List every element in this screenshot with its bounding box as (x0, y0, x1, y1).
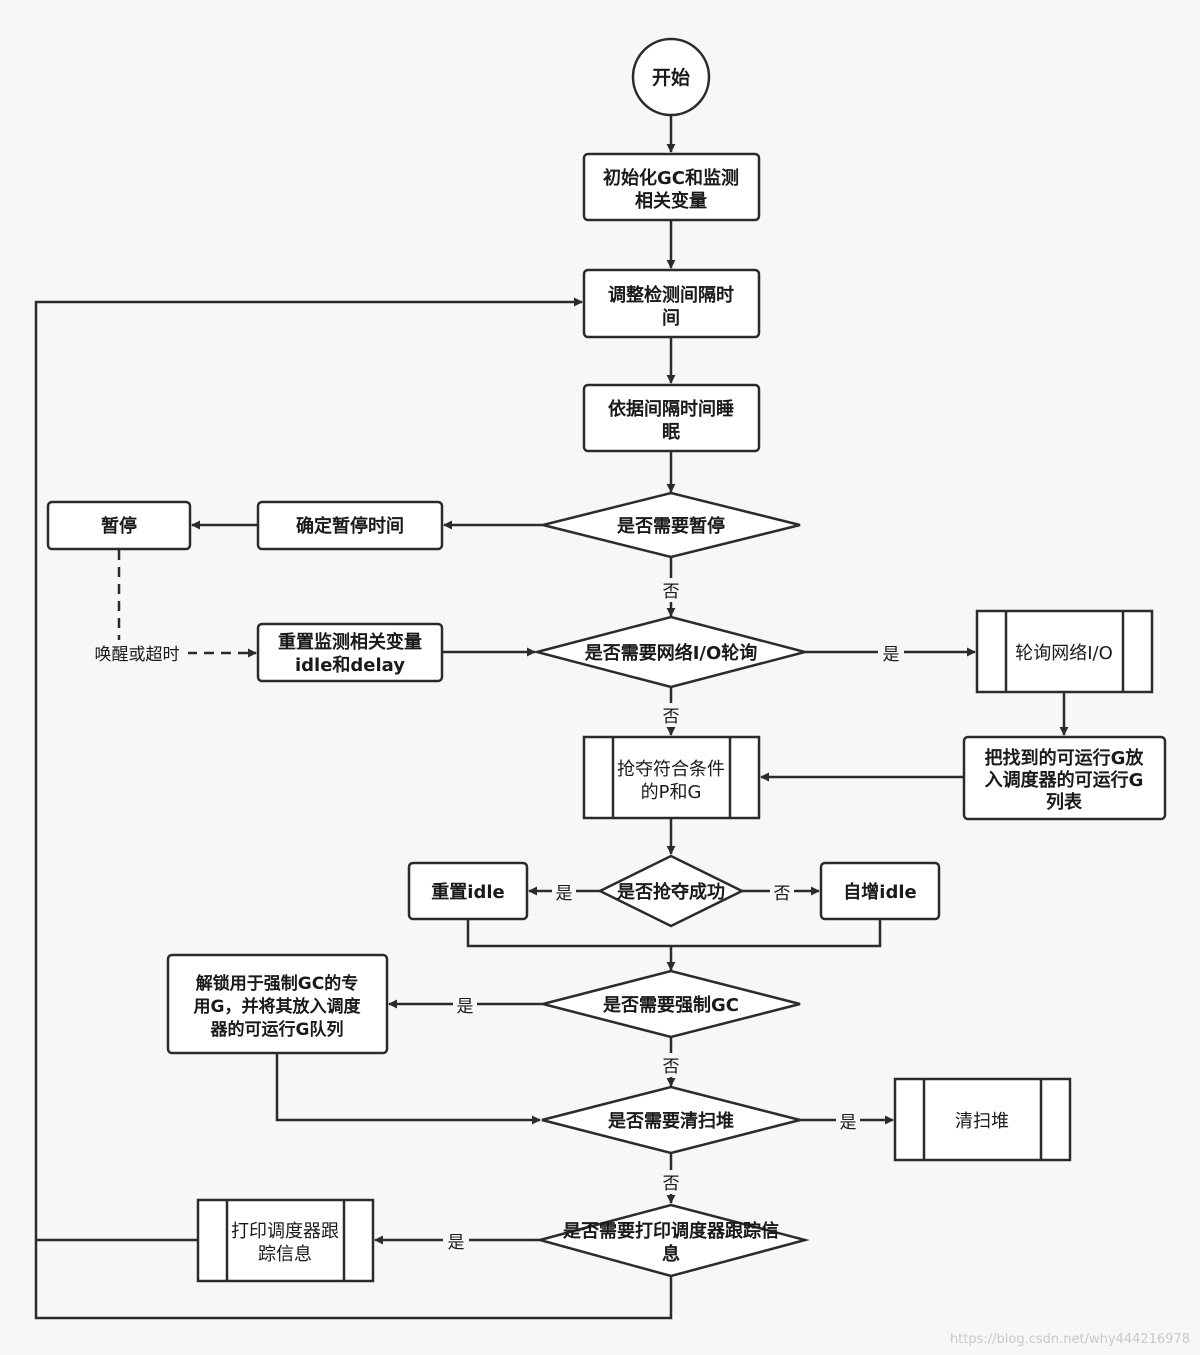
adjust-label-line2: 间 (662, 308, 680, 329)
inc-idle-label: 自增idle (843, 881, 916, 903)
print-trace-process (196, 1198, 375, 1283)
edge-label-yes: 是 (448, 1233, 465, 1253)
put-runnable-label-line2: 入调度器的可运行G (985, 769, 1144, 791)
put-runnable-node (962, 735, 1167, 821)
inc-idle-node (819, 861, 941, 921)
sleep-label-line1: 依据间隔时间睡 (608, 398, 734, 420)
sweep-label: 清扫堆 (955, 1111, 1009, 1132)
watermark: https://blog.csdn.net/why444216978 (949, 1332, 1190, 1347)
start-node (631, 37, 711, 117)
unlock-gc-node (166, 953, 389, 1055)
sleep-label-line2: 眠 (662, 422, 680, 443)
init-node (582, 152, 761, 222)
retake-label-line2: 的P和G (641, 782, 702, 803)
edge-label-yes: 是 (840, 1113, 857, 1133)
reset-vars-label-line2: idle和delay (295, 655, 405, 676)
edge-label-yes: 是 (556, 884, 573, 904)
edge-unlock-sweep (275, 1053, 541, 1125)
need-netpoll-label: 是否需要网络I/O轮询 (584, 642, 758, 664)
retake-ok-diamond (597, 854, 745, 928)
need-force-gc-diamond (542, 969, 801, 1039)
unlock-gc-label-line2: 用G，并将其放入调度 (194, 996, 362, 1017)
confirm-pause-node (256, 500, 444, 551)
init-label-line2: 相关变量 (635, 190, 707, 212)
sweep-process (893, 1077, 1072, 1162)
need-force-gc-label: 是否需要强制GC (602, 995, 739, 1016)
edge-idle-merge (466, 919, 882, 948)
unlock-gc-label-line1: 解锁用于强制GC的专 (196, 973, 358, 994)
put-runnable-label-line3: 列表 (1046, 791, 1083, 813)
need-sweep-diamond (541, 1085, 801, 1155)
edge-label-no: 否 (663, 1174, 680, 1194)
edge-label-wake: 唤醒或超时 (95, 645, 180, 665)
need-sweep-label: 是否需要清扫堆 (607, 1110, 734, 1132)
netpoll-label: 轮询网络I/O (1015, 643, 1113, 664)
start-label: 开始 (652, 66, 690, 89)
need-pause-diamond (542, 491, 801, 559)
need-pause-label: 是否需要暂停 (616, 515, 725, 537)
init-label-line1: 初始化GC和监测 (603, 167, 739, 189)
unlock-gc-label-line3: 器的可运行G队列 (210, 1019, 344, 1040)
put-runnable-label-line1: 把找到的可运行G放 (985, 747, 1145, 769)
edge-label-no: 否 (663, 707, 680, 727)
netpoll-process (975, 609, 1154, 694)
edge-label-no: 否 (663, 1057, 680, 1077)
need-trace-label-line1: 是否需要打印调度器跟踪信 (562, 1220, 779, 1242)
need-trace-diamond (535, 1203, 810, 1278)
reset-vars-label-line1: 重置监测相关变量 (278, 631, 422, 653)
pause-node (46, 500, 192, 551)
print-trace-label-line2: 踪信息 (258, 1244, 312, 1265)
edge-label-no: 否 (663, 582, 680, 602)
adjust-label-line1: 调整检测间隔时 (608, 284, 734, 306)
edge-label-yes: 是 (883, 645, 900, 665)
pause-label: 暂停 (101, 515, 137, 537)
retake-label-line1: 抢夺符合条件 (617, 759, 725, 780)
need-netpoll-diamond (532, 615, 810, 689)
print-trace-label-line1: 打印调度器跟 (231, 1221, 339, 1242)
edge-label-no: 否 (774, 884, 791, 904)
need-trace-label-line2: 息 (662, 1243, 680, 1265)
confirm-pause-label: 确定暂停时间 (296, 515, 404, 537)
sleep-node (582, 383, 761, 453)
retake-ok-label: 是否抢夺成功 (616, 881, 725, 903)
reset-vars-node (256, 622, 444, 683)
reset-idle-node (407, 861, 529, 921)
retake-process (582, 735, 761, 820)
edge-trace-loop (34, 297, 673, 1320)
reset-idle-label: 重置idle (431, 881, 504, 903)
edge-label-yes: 是 (457, 997, 474, 1017)
adjust-node (582, 268, 761, 339)
